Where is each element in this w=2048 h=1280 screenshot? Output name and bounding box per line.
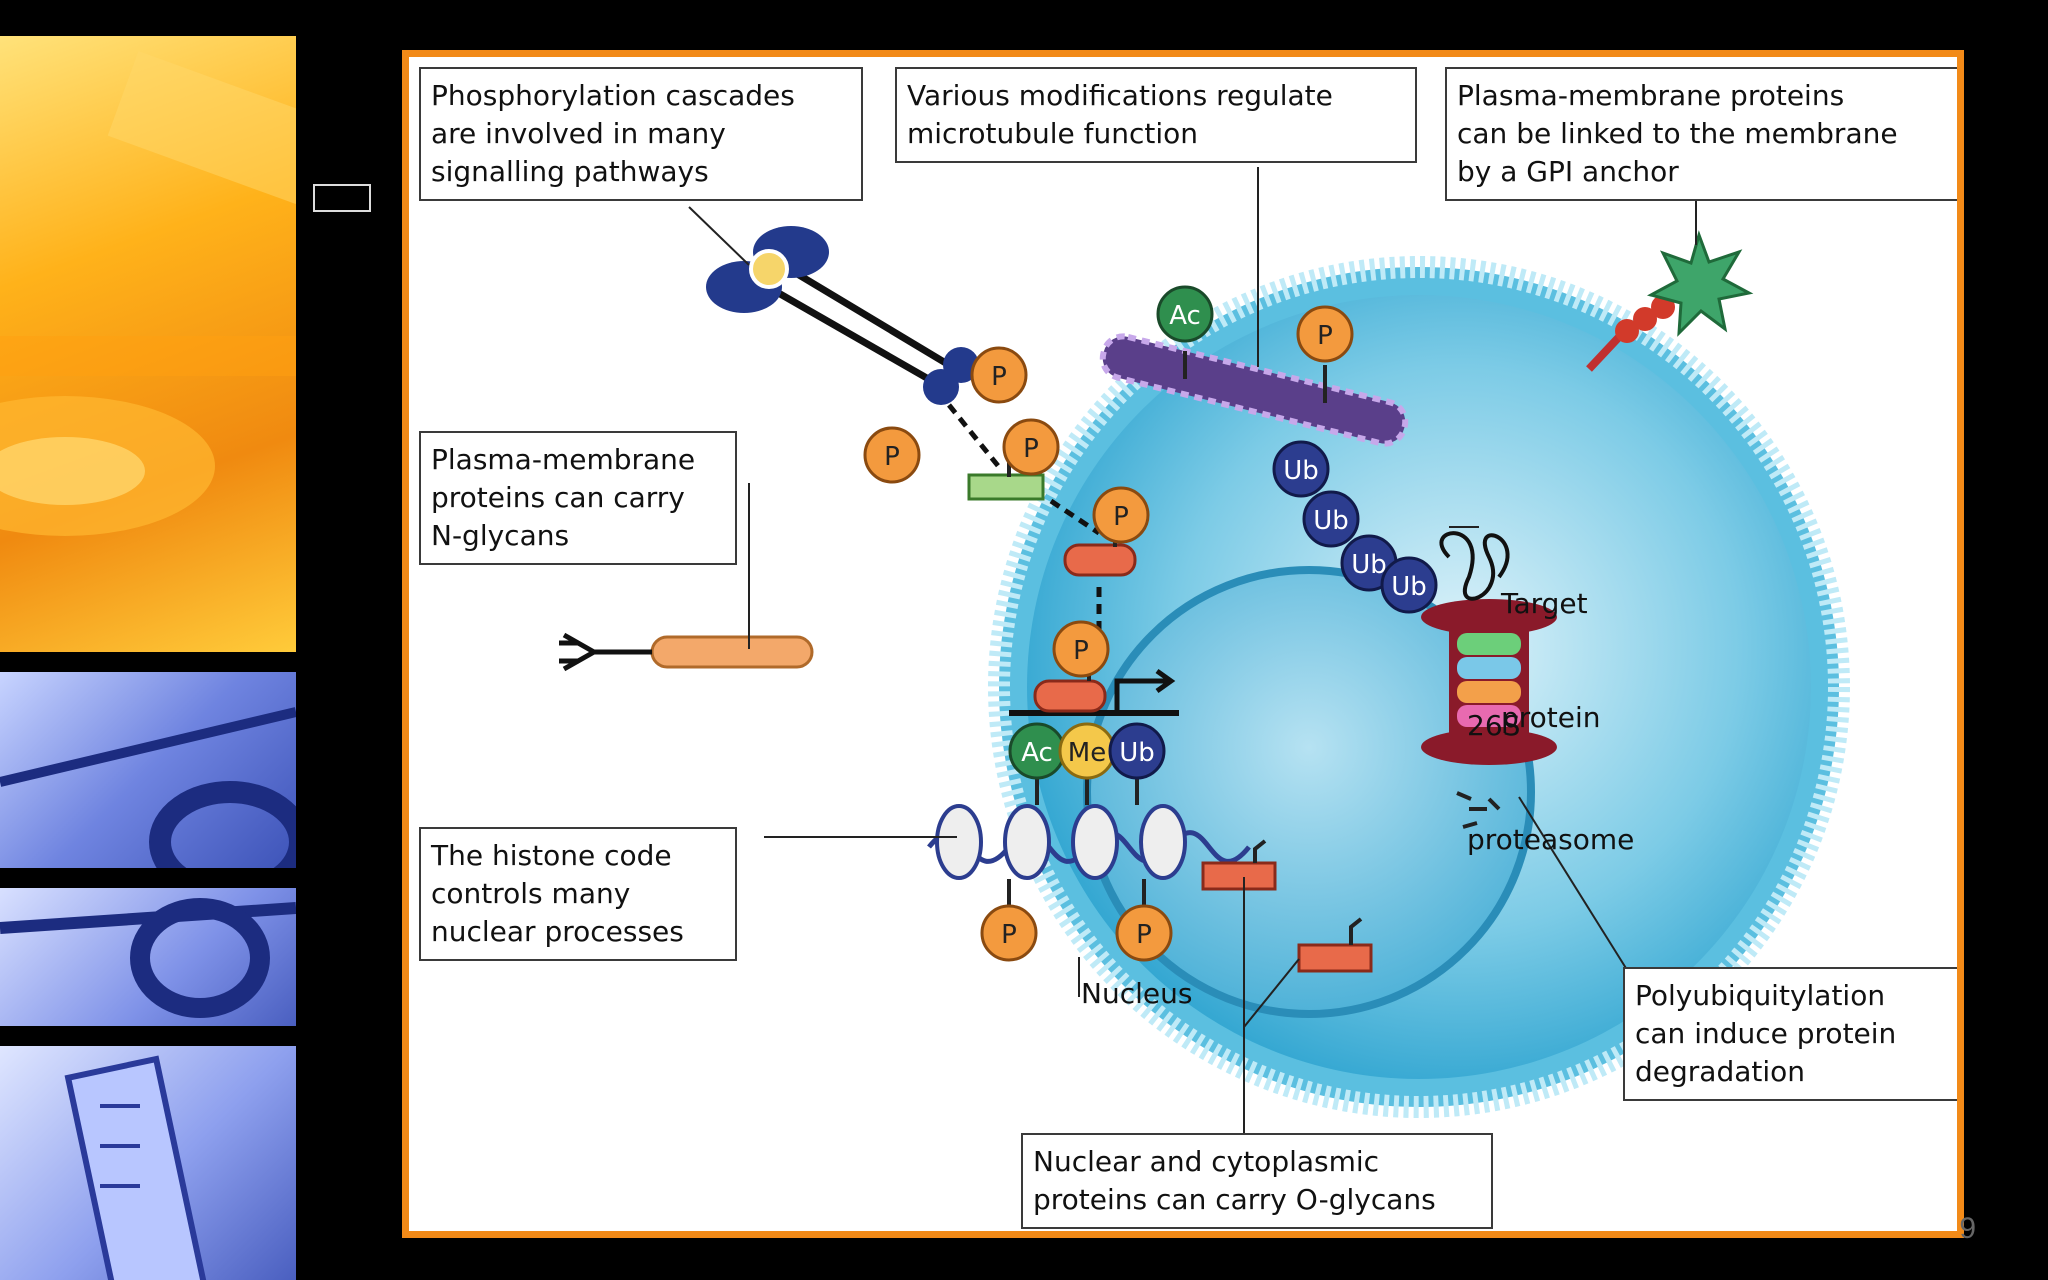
callout-line: Various modifications regulate <box>907 79 1333 112</box>
phospho-label: P <box>1317 321 1333 351</box>
proteasome-label: 26S proteasome <box>1467 631 1634 935</box>
callout-line: nuclear processes <box>431 915 684 948</box>
callout-line: microtubule function <box>907 117 1199 150</box>
label-line: 26S <box>1467 709 1521 742</box>
ubiquitin-label: Ub <box>1313 506 1349 536</box>
callout-line: can be linked to the membrane <box>1457 117 1898 150</box>
nucleus-label: Nucleus <box>1081 977 1193 1010</box>
o-glycan-protein <box>1297 943 1373 973</box>
phospho-label: P <box>884 442 900 472</box>
target-protein <box>1439 531 1510 601</box>
n-glycan-protein <box>650 635 814 669</box>
leader-lines <box>688 167 1697 1133</box>
label-line: protein <box>1501 701 1601 734</box>
label-line: Target <box>1501 587 1588 620</box>
phospho-marker <box>1296 305 1354 363</box>
photo-blue-syringe <box>0 1046 296 1280</box>
phospho-marker: P <box>980 904 1038 962</box>
photo-orange-instruments <box>0 36 296 652</box>
kinase-substrate <box>967 473 1045 501</box>
callout-phosphorylation: Phosphorylation cascades are involved in… <box>419 67 863 201</box>
receptor-complex <box>706 226 979 405</box>
phospho-label: P <box>1113 502 1129 532</box>
callout-line: can induce protein <box>1635 1017 1897 1050</box>
phospho-marker: P <box>1092 486 1150 544</box>
callout-o-glycans: Nuclear and cytoplasmic proteins can car… <box>1021 1133 1493 1229</box>
ubiquitin-label: Ub <box>1283 456 1319 486</box>
phospho-marker: P <box>1002 418 1060 476</box>
acetyl-label: Ac <box>1169 301 1201 331</box>
callout-line: signalling pathways <box>431 155 709 188</box>
photo-blue-tool <box>0 888 296 1026</box>
callout-line: Plasma-membrane <box>431 443 696 476</box>
cell-diagram: Ac P P P P <box>559 167 1850 1133</box>
callout-histone-code: The histone code controls many nuclear p… <box>419 827 737 961</box>
callout-line: by a GPI anchor <box>1457 155 1679 188</box>
callout-line: Nuclear and cytoplasmic <box>1033 1145 1380 1178</box>
proteasome-26s <box>1421 599 1557 829</box>
callout-polyubiquitylation: Polyubiquitylation can induce protein de… <box>1623 967 1957 1101</box>
acetyl-marker: Ac <box>1008 722 1066 780</box>
callout-microtubule: Various modifications regulate microtubu… <box>895 67 1417 163</box>
callout-line: Polyubiquitylation <box>1635 979 1886 1012</box>
callout-line: proteins can carry <box>431 481 685 514</box>
callout-line: proteins can carry O-glycans <box>1033 1183 1436 1216</box>
gpi-star-icon <box>1646 230 1754 337</box>
phospho-marker: P <box>970 346 1028 404</box>
phospho-label: P <box>1073 636 1089 666</box>
callout-line: Plasma-membrane proteins <box>1457 79 1845 112</box>
ubiquitin-marker: Ub <box>1302 490 1360 548</box>
transcription-arrow <box>1114 668 1176 713</box>
ubiquitin-marker: Ub <box>1380 556 1438 614</box>
ubiquitin-label: Ub <box>1119 738 1155 768</box>
o-glycan-protein <box>1201 861 1277 891</box>
cascade-arrow <box>1049 498 1101 536</box>
target-protein-label: Target protein <box>1501 509 1601 813</box>
phospho-marker: P <box>1052 620 1110 678</box>
callout-line: N-glycans <box>431 519 570 552</box>
callout-line: degradation <box>1635 1055 1806 1088</box>
methyl-label: Me <box>1068 738 1106 768</box>
ubiquitin-label: Ub <box>1351 550 1387 580</box>
callout-line: The histone code <box>431 839 672 872</box>
cell-modification-figure: Ac P P P P <box>402 50 1964 1238</box>
microtubule: Ac P <box>1099 285 1409 447</box>
photo-blue-stethoscope <box>0 672 296 868</box>
slide-number: 9 <box>1959 1212 1976 1245</box>
transcription-factor <box>1063 543 1137 577</box>
callout-line: are involved in many <box>431 117 726 150</box>
phospho-label: P <box>1136 920 1152 950</box>
phospho-label: P <box>1001 920 1017 950</box>
callout-gpi-anchor: Plasma-membrane proteins can be linked t… <box>1445 67 1957 201</box>
phospho-label: P <box>991 362 1007 392</box>
phospho-marker: P <box>1115 904 1173 962</box>
nucleosomes <box>927 775 1251 907</box>
callout-line: controls many <box>431 877 631 910</box>
phospho-marker: P <box>863 426 921 484</box>
gpi-anchored-protein <box>1586 230 1754 372</box>
label-line: proteasome <box>1467 823 1635 856</box>
methyl-marker: Me <box>1058 722 1116 780</box>
acetyl-marker <box>1156 285 1214 343</box>
callout-line: Phosphorylation cascades <box>431 79 795 112</box>
ubiquitin-marker: Ub <box>1272 440 1330 498</box>
ubiquitin-marker: Ub <box>1108 722 1166 780</box>
phospho-label: P <box>1023 434 1039 464</box>
callout-n-glycans: Plasma-membrane proteins can carry N-gly… <box>419 431 737 565</box>
placeholder-frame <box>313 184 371 212</box>
n-glycan-icon <box>559 632 652 672</box>
cascade-arrow <box>947 403 1001 469</box>
acetyl-label: Ac <box>1021 738 1053 768</box>
ubiquitin-label: Ub <box>1391 572 1427 602</box>
